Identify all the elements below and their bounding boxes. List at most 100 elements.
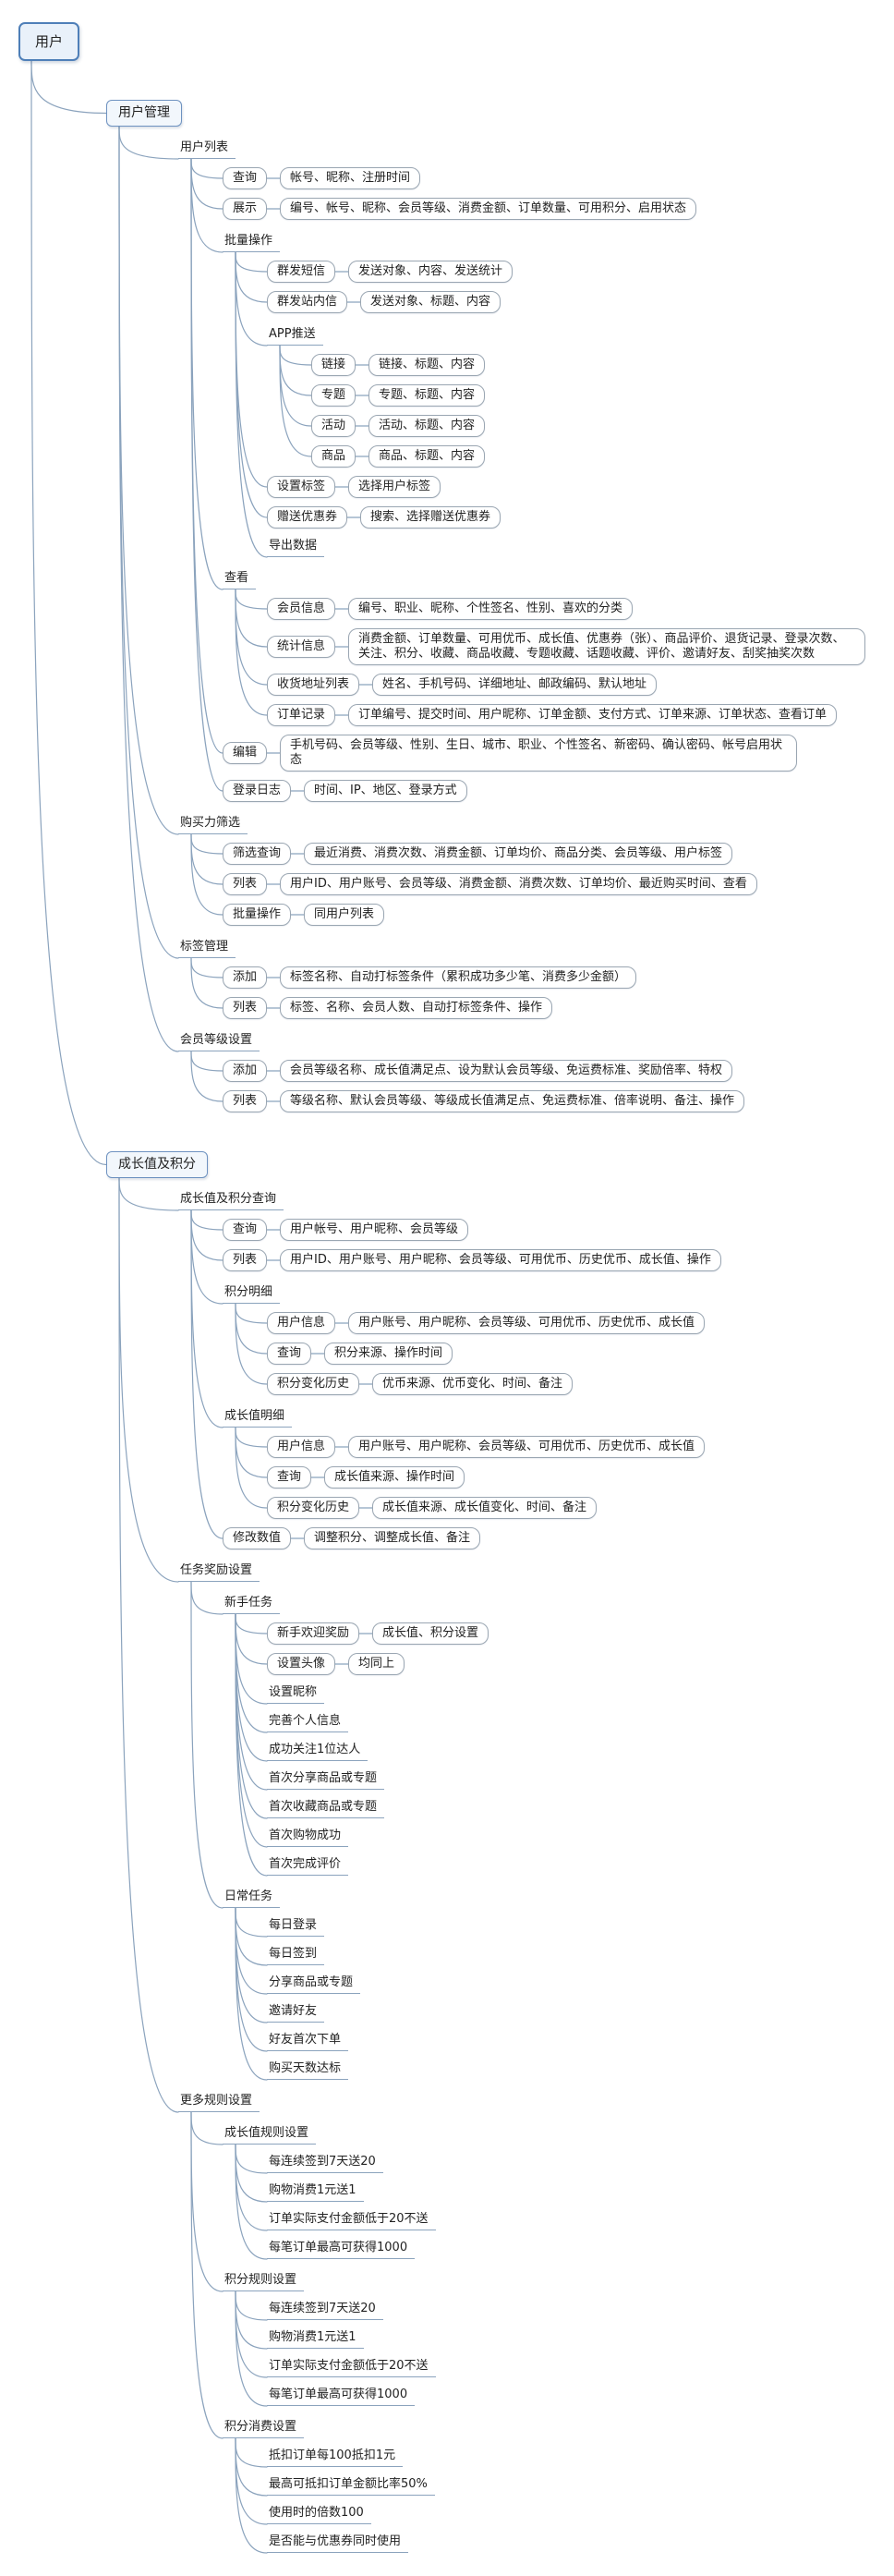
topic-line[interactable]: 批量操作 bbox=[223, 232, 281, 252]
topic-line[interactable]: 邀请好友 bbox=[267, 2002, 325, 2023]
topic-line[interactable]: 购买天数达标 bbox=[267, 2060, 349, 2080]
topic-line[interactable]: 首次分享商品或专题 bbox=[267, 1769, 385, 1790]
topic-capsule[interactable]: 筛选查询 bbox=[223, 843, 292, 865]
topic-line[interactable]: 每笔订单最高可获得1000 bbox=[267, 2239, 416, 2259]
topic-main[interactable]: 成长值及积分 bbox=[106, 1151, 208, 1178]
topic-capsule[interactable]: 查询 bbox=[223, 1219, 268, 1241]
topic-capsule[interactable]: 会员信息 bbox=[267, 598, 336, 620]
topic-line[interactable]: 日常任务 bbox=[223, 1888, 281, 1908]
topic-line[interactable]: 导出数据 bbox=[267, 537, 325, 557]
topic-capsule[interactable]: 列表 bbox=[223, 1090, 268, 1112]
topic-capsule[interactable]: 活动、标题、内容 bbox=[368, 415, 486, 437]
topic-capsule[interactable]: 链接、标题、内容 bbox=[368, 354, 486, 376]
topic-capsule[interactable]: 赠送优惠券 bbox=[267, 506, 348, 529]
topic-line[interactable]: 任务奖励设置 bbox=[178, 1561, 260, 1582]
topic-capsule[interactable]: 编号、职业、昵称、个性签名、性别、喜欢的分类 bbox=[348, 598, 634, 620]
topic-line[interactable]: 首次完成评价 bbox=[267, 1855, 349, 1876]
topic-capsule[interactable]: 会员等级名称、成长值满足点、设为默认会员等级、免运费标准、奖励倍率、特权 bbox=[280, 1060, 733, 1082]
topic-line[interactable]: 是否能与优惠券同时使用 bbox=[267, 2533, 409, 2553]
topic-line[interactable]: 积分规则设置 bbox=[223, 2271, 305, 2291]
topic-capsule[interactable]: 登录日志 bbox=[223, 780, 292, 802]
topic-capsule[interactable]: 姓名、手机号码、详细地址、邮政编码、默认地址 bbox=[372, 674, 658, 696]
topic-capsule[interactable]: 群发短信 bbox=[267, 261, 336, 283]
topic-capsule[interactable]: 设置标签 bbox=[267, 476, 336, 498]
topic-line[interactable]: 每笔订单最高可获得1000 bbox=[267, 2386, 416, 2406]
topic-capsule[interactable]: 搜索、选择赠送优惠券 bbox=[360, 506, 501, 529]
topic-capsule[interactable]: 商品 bbox=[311, 445, 356, 468]
topic-line[interactable]: 成长值规则设置 bbox=[223, 2124, 317, 2145]
topic-line[interactable]: 积分消费设置 bbox=[223, 2418, 305, 2438]
topic-line[interactable]: 好友首次下单 bbox=[267, 2031, 349, 2051]
topic-line[interactable]: 完善个人信息 bbox=[267, 1712, 349, 1732]
topic-line[interactable]: 每日签到 bbox=[267, 1945, 325, 1965]
topic-capsule[interactable]: 等级名称、默认会员等级、等级成长值满足点、免运费标准、倍率说明、备注、操作 bbox=[280, 1090, 745, 1112]
topic-capsule[interactable]: 列表 bbox=[223, 997, 268, 1019]
topic-capsule[interactable]: 查询 bbox=[267, 1466, 312, 1488]
topic-capsule[interactable]: 专题、标题、内容 bbox=[368, 384, 486, 407]
topic-line[interactable]: 最高可抵扣订单金额比率50% bbox=[267, 2475, 435, 2496]
topic-capsule[interactable]: 标签名称、自动打标签条件（累积成功多少笔、消费多少金额） bbox=[280, 966, 637, 989]
topic-capsule[interactable]: 用户ID、用户账号、用户昵称、会员等级、可用优币、历史优币、成长值、操作 bbox=[280, 1249, 721, 1271]
topic-capsule[interactable]: 成长值来源、成长值变化、时间、备注 bbox=[372, 1497, 598, 1519]
topic-line[interactable]: 抵扣订单每100抵扣1元 bbox=[267, 2447, 404, 2467]
topic-capsule[interactable]: 展示 bbox=[223, 198, 268, 220]
topic-line[interactable]: 新手任务 bbox=[223, 1594, 281, 1614]
topic-capsule[interactable]: 发送对象、内容、发送统计 bbox=[348, 261, 513, 283]
topic-capsule[interactable]: 编辑 bbox=[223, 742, 268, 764]
topic-capsule[interactable]: 用户信息 bbox=[267, 1312, 336, 1334]
topic-line[interactable]: 首次购物成功 bbox=[267, 1827, 349, 1847]
topic-capsule[interactable]: 查询 bbox=[267, 1343, 312, 1365]
topic-root[interactable]: 用户 bbox=[18, 22, 80, 61]
topic-line[interactable]: 更多规则设置 bbox=[178, 2092, 260, 2112]
topic-line[interactable]: 购买力筛选 bbox=[178, 814, 248, 834]
topic-capsule[interactable]: 链接 bbox=[311, 354, 356, 376]
topic-capsule[interactable]: 最近消费、消费次数、消费金额、订单均价、商品分类、会员等级、用户标签 bbox=[304, 843, 733, 865]
topic-capsule[interactable]: 新手欢迎奖励 bbox=[267, 1622, 360, 1645]
topic-capsule[interactable]: 优币来源、优币变化、时间、备注 bbox=[372, 1373, 574, 1395]
topic-capsule[interactable]: 时间、IP、地区、登录方式 bbox=[304, 780, 467, 802]
topic-capsule[interactable]: 成长值来源、操作时间 bbox=[324, 1466, 465, 1488]
topic-line[interactable]: 成功关注1位达人 bbox=[267, 1741, 368, 1761]
topic-capsule[interactable]: 编号、帐号、昵称、会员等级、消费金额、订单数量、可用积分、启用状态 bbox=[280, 198, 697, 220]
topic-capsule[interactable]: 批量操作 bbox=[223, 904, 292, 926]
topic-line[interactable]: 成长值明细 bbox=[223, 1407, 293, 1428]
topic-capsule[interactable]: 用户账号、用户昵称、会员等级、可用优币、历史优币、成长值 bbox=[348, 1312, 706, 1334]
topic-line[interactable]: 查看 bbox=[223, 569, 257, 589]
topic-capsule[interactable]: 收货地址列表 bbox=[267, 674, 360, 696]
topic-capsule[interactable]: 积分变化历史 bbox=[267, 1497, 360, 1519]
topic-line[interactable]: 每连续签到7天送20 bbox=[267, 2153, 383, 2173]
topic-line[interactable]: APP推送 bbox=[267, 325, 323, 346]
topic-capsule[interactable]: 调整积分、调整成长值、备注 bbox=[304, 1527, 481, 1549]
topic-line[interactable]: 订单实际支付金额低于20不送 bbox=[267, 2357, 436, 2377]
topic-capsule[interactable]: 用户账号、用户昵称、会员等级、可用优币、历史优币、成长值 bbox=[348, 1436, 706, 1458]
topic-capsule[interactable]: 标签、名称、会员人数、自动打标签条件、操作 bbox=[280, 997, 553, 1019]
topic-capsule[interactable]: 积分来源、操作时间 bbox=[324, 1343, 453, 1365]
topic-capsule[interactable]: 用户信息 bbox=[267, 1436, 336, 1458]
topic-capsule[interactable]: 成长值、积分设置 bbox=[372, 1622, 489, 1645]
topic-capsule[interactable]: 添加 bbox=[223, 1060, 268, 1082]
topic-line[interactable]: 使用时的倍数100 bbox=[267, 2504, 371, 2524]
topic-capsule[interactable]: 修改数值 bbox=[223, 1527, 292, 1549]
topic-capsule[interactable]: 查询 bbox=[223, 167, 268, 189]
topic-capsule[interactable]: 消费金额、订单数量、可用优币、成长值、优惠券（张）、商品评价、退货记录、登录次数… bbox=[348, 628, 865, 665]
topic-capsule[interactable]: 统计信息 bbox=[267, 636, 336, 658]
topic-capsule[interactable]: 列表 bbox=[223, 1249, 268, 1271]
topic-capsule[interactable]: 同用户列表 bbox=[304, 904, 385, 926]
topic-capsule[interactable]: 列表 bbox=[223, 873, 268, 895]
topic-capsule[interactable]: 帐号、昵称、注册时间 bbox=[280, 167, 421, 189]
topic-capsule[interactable]: 专题 bbox=[311, 384, 356, 407]
topic-capsule[interactable]: 手机号码、会员等级、性别、生日、城市、职业、个性签名、新密码、确认密码、帐号启用… bbox=[280, 735, 797, 772]
topic-capsule[interactable]: 选择用户标签 bbox=[348, 476, 441, 498]
topic-capsule[interactable]: 均同上 bbox=[348, 1653, 405, 1675]
topic-capsule[interactable]: 设置头像 bbox=[267, 1653, 336, 1675]
topic-capsule[interactable]: 订单编号、提交时间、用户昵称、订单金额、支付方式、订单来源、订单状态、查看订单 bbox=[348, 704, 838, 726]
topic-line[interactable]: 购物消费1元送1 bbox=[267, 2328, 364, 2349]
topic-capsule[interactable]: 群发站内信 bbox=[267, 291, 348, 313]
topic-line[interactable]: 会员等级设置 bbox=[178, 1031, 260, 1051]
topic-capsule[interactable]: 添加 bbox=[223, 966, 268, 989]
topic-capsule[interactable]: 发送对象、标题、内容 bbox=[360, 291, 501, 313]
topic-line[interactable]: 积分明细 bbox=[223, 1283, 281, 1304]
topic-capsule[interactable]: 积分变化历史 bbox=[267, 1373, 360, 1395]
topic-line[interactable]: 首次收藏商品或专题 bbox=[267, 1798, 385, 1818]
topic-line[interactable]: 用户列表 bbox=[178, 139, 236, 159]
